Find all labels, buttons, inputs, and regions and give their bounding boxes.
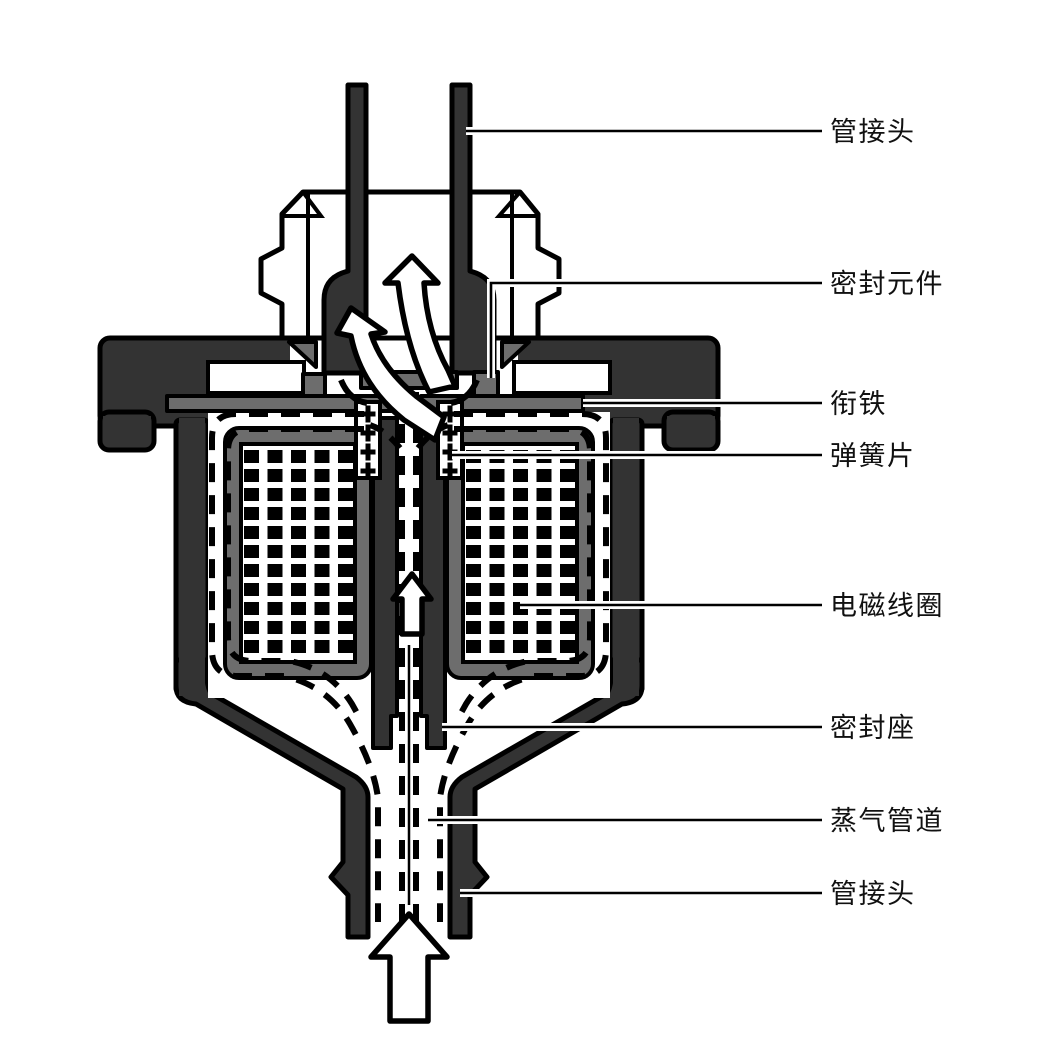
label-armature: 衔铁	[830, 389, 887, 419]
seal-wedges	[287, 340, 531, 369]
label-solenoid-coil: 电磁线圈	[830, 591, 944, 621]
seal-wedge-left	[287, 340, 318, 369]
leader-strokes	[428, 129, 822, 895]
flow-curve-left	[365, 421, 403, 450]
flow-dash-loop-left-inner	[225, 426, 365, 724]
label-pipe-connector-bottom: 管接头	[830, 879, 916, 909]
inlet-up-arrow	[368, 911, 450, 1024]
flow-dash-loop-left-outer	[209, 411, 381, 922]
leader-sealing-element	[489, 281, 822, 378]
core-tubes	[371, 416, 447, 750]
label-vapor-pipe: 蒸气管道	[830, 806, 944, 836]
label-sealing-element: 密封元件	[830, 269, 944, 299]
hex-nut-facets	[282, 190, 538, 338]
label-spring-plate: 弹簧片	[830, 441, 916, 471]
flow-dash-loop-right-inner	[453, 426, 593, 724]
flow-curve-right	[415, 421, 453, 450]
vapor-flow-dashes	[209, 378, 609, 928]
outlet-curved-arrow	[334, 305, 447, 443]
flange-notch-left	[206, 360, 306, 395]
housing-wall-left	[173, 417, 211, 695]
valve-riser-left	[301, 372, 327, 398]
flange-notch-right	[512, 360, 612, 395]
flow-hook-right	[450, 378, 480, 406]
housing-wall-right	[607, 417, 645, 695]
part-labels: 管接头 密封元件 衔铁 弹簧片 电磁线圈 密封座 蒸气管道 管接头	[830, 117, 944, 909]
leader-lines	[428, 127, 822, 897]
core-tube-left	[371, 416, 399, 750]
label-seal-seat: 密封座	[830, 713, 916, 743]
label-pipe-connector-top: 管接头	[830, 117, 916, 147]
coil-winding-grid-right	[466, 450, 576, 656]
coil-winding-grid-left	[244, 450, 354, 656]
seal-wedge-right	[500, 340, 531, 369]
flow-dash-loop-right-outer	[437, 411, 609, 922]
outlet-up-arrow	[382, 253, 458, 395]
flow-arrows	[334, 253, 458, 1024]
flow-hook-left	[338, 378, 368, 406]
channel-up-arrow	[390, 571, 434, 637]
casing-seams	[103, 416, 715, 696]
top-pipe-wall-left	[321, 82, 369, 376]
